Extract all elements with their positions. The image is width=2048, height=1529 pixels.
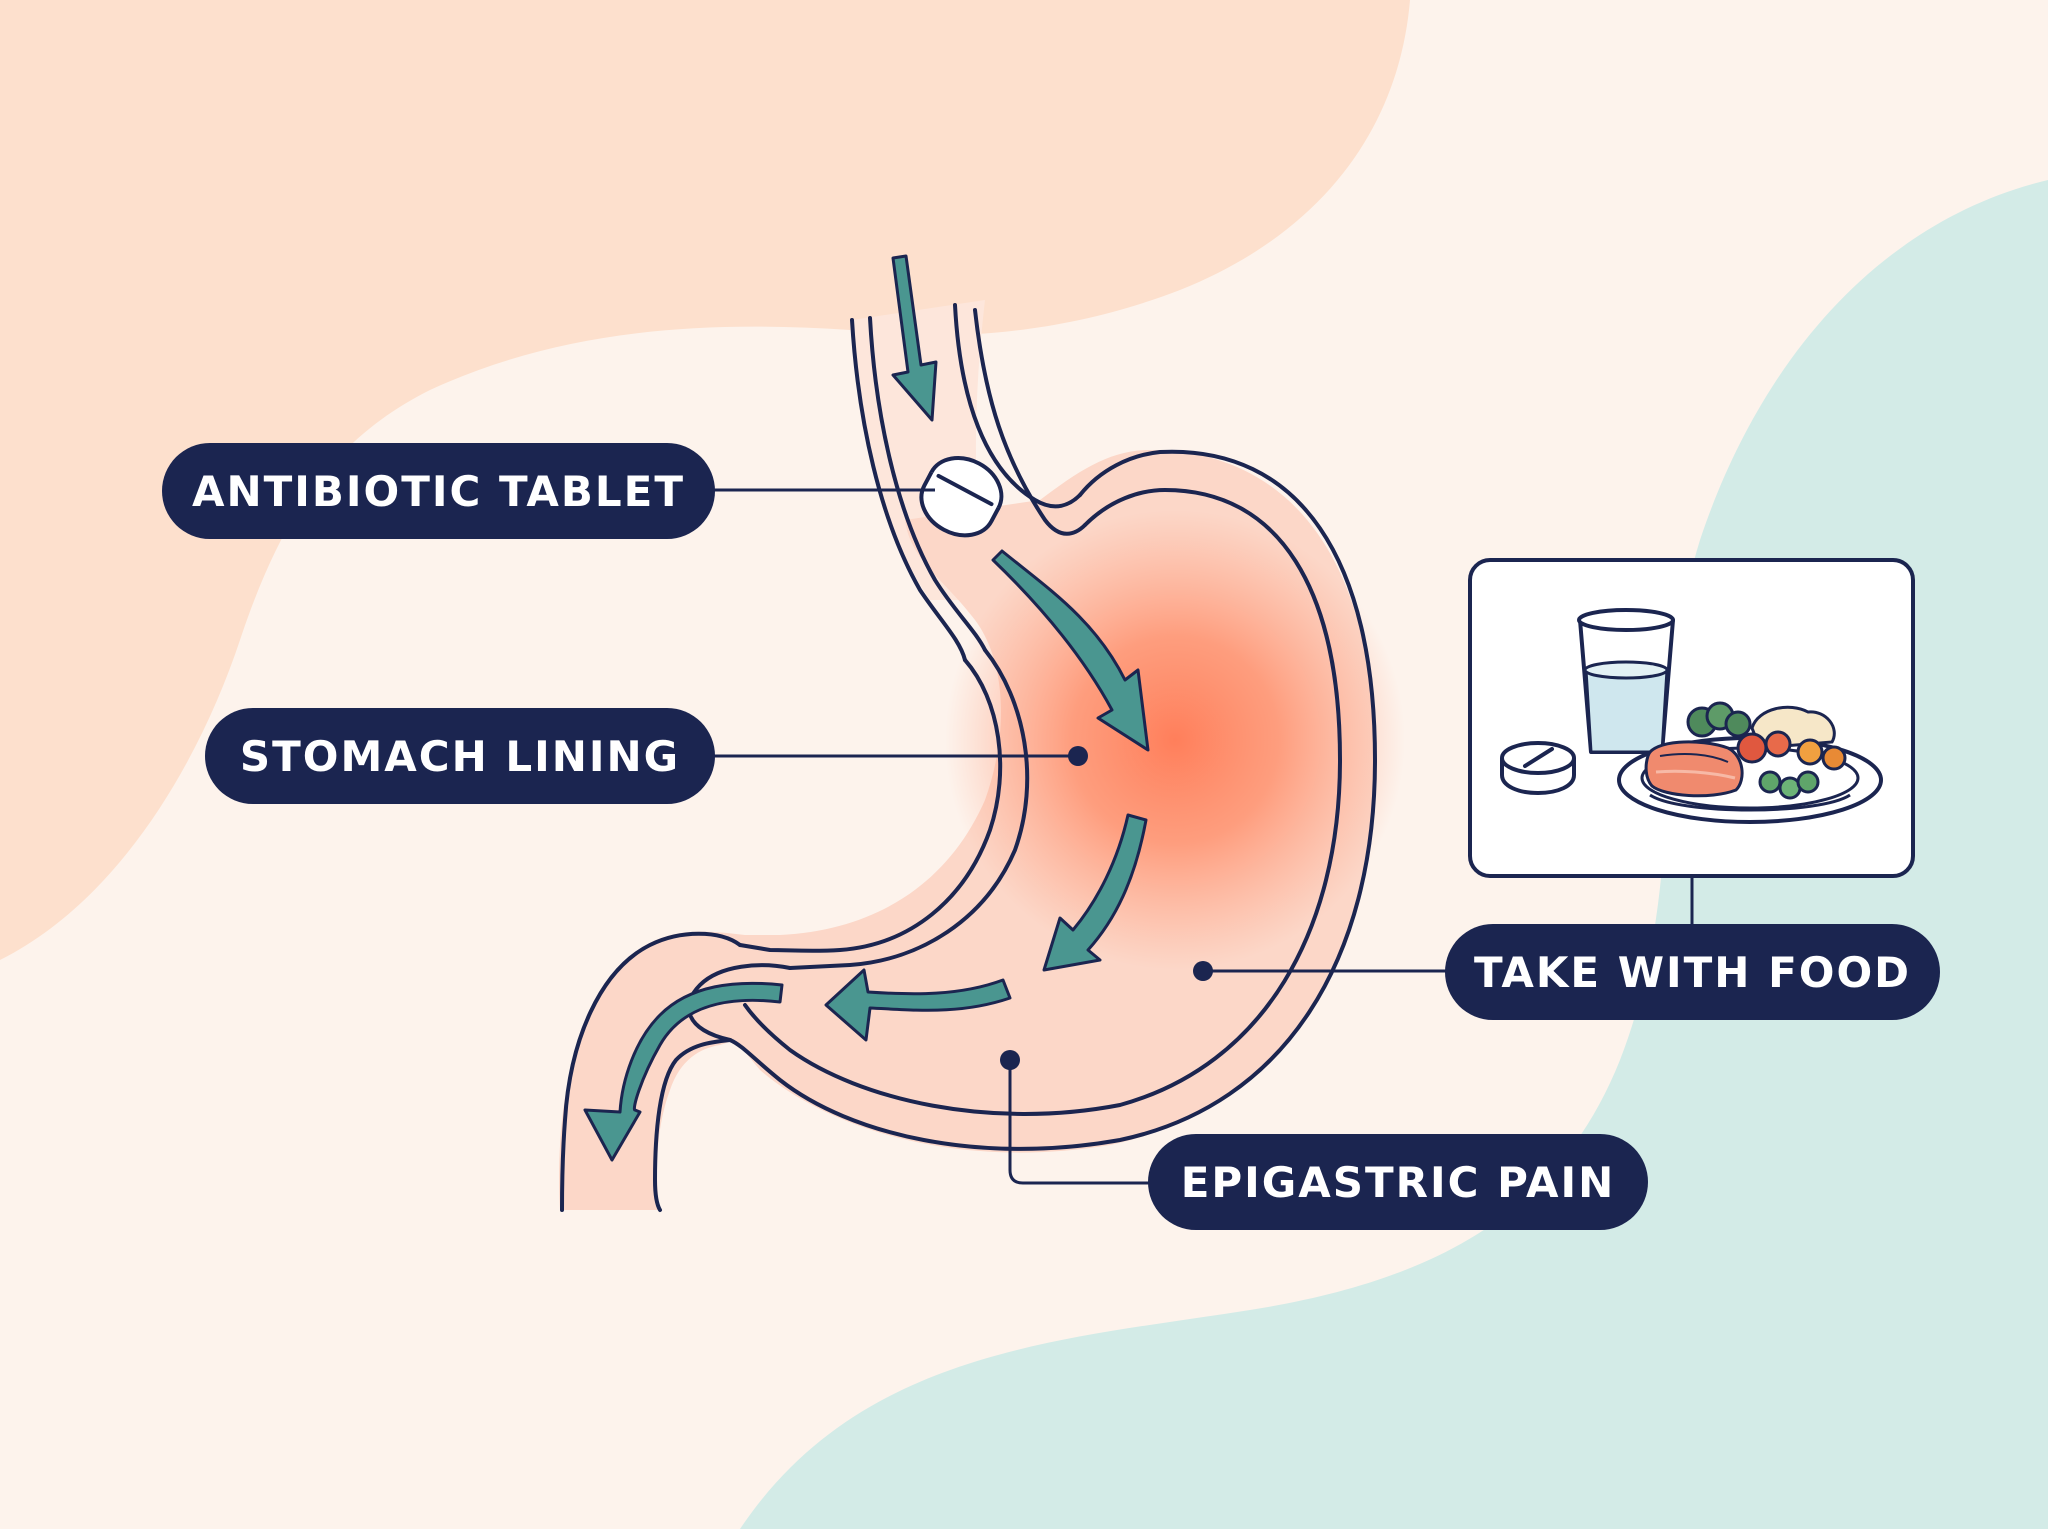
leader-epigastric-pain [1008,1060,1150,1185]
flow-arrow-5 [583,981,784,1162]
water-glass-icon [1577,608,1675,754]
food-plate-icon [1617,701,1883,824]
label-stomach-lining: STOMACH LINING [205,708,715,804]
peach-blob [0,0,1410,960]
pill-icon [1500,741,1576,796]
mint-blob [740,180,2048,1529]
flow-arrow-3 [1042,813,1148,972]
label-antibiotic-tablet: ANTIBIOTIC TABLET [162,443,715,539]
dot-take-with-food [1193,961,1213,981]
flow-arrow-1 [891,254,938,422]
label-take-with-food: TAKE WITH FOOD [1445,924,1940,1020]
leader-dots [1000,746,1213,1070]
leader-lines [712,488,1694,1185]
label-epigastric-pain: EPIGASTRIC PAIN [1148,1134,1648,1230]
stomach-outline [560,303,1377,1212]
food-info-box [1468,558,1915,878]
dot-stomach-lining [1068,746,1088,766]
antibiotic-tablet-icon [919,456,1004,538]
flow-arrows [583,254,1150,1162]
flow-arrow-4 [824,968,1012,1042]
flow-arrow-2 [991,549,1150,752]
label-epigastric-pain-text: EPIGASTRIC PAIN [1180,1157,1616,1207]
label-take-with-food-text: TAKE WITH FOOD [1473,947,1912,997]
label-antibiotic-tablet-text: ANTIBIOTIC TABLET [191,466,685,516]
label-stomach-lining-text: STOMACH LINING [239,731,681,781]
dot-epigastric-pain [1000,1050,1020,1070]
